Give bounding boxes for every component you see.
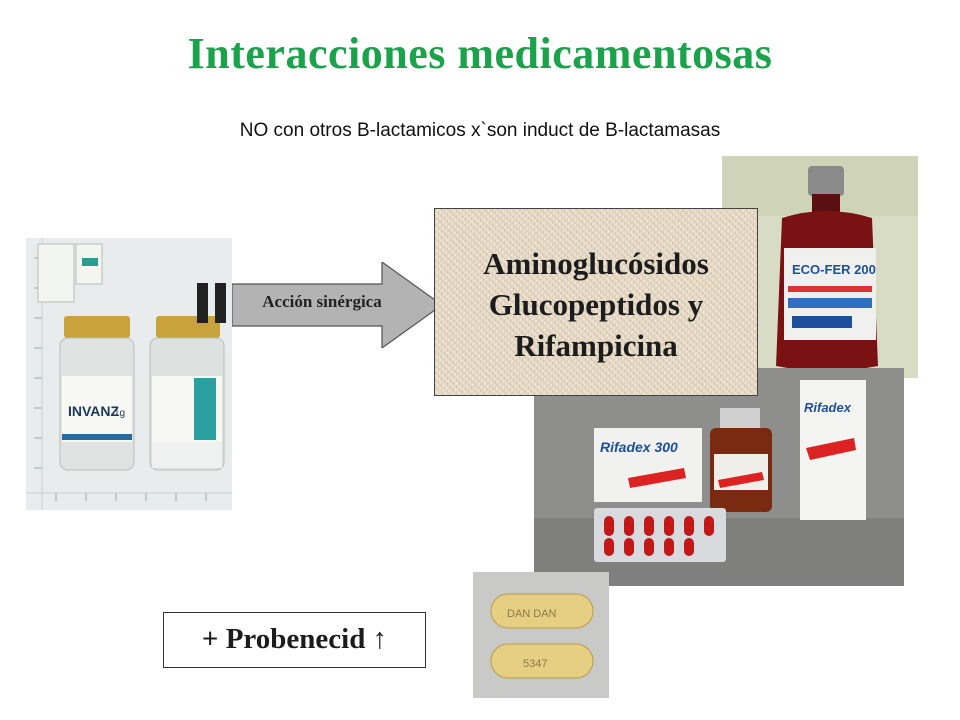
slide-title: Interacciones medicamentosas — [187, 29, 773, 78]
arrow-label: Acción sinérgica — [262, 292, 382, 311]
rifadex-pack-image: Rifadex Rifadex 300 — [534, 368, 904, 586]
equals-bar-left — [197, 283, 208, 323]
slide-subtitle: NO con otros B-lactamicos x`son induct d… — [239, 120, 721, 141]
svg-text:Rifadex: Rifadex — [804, 400, 852, 415]
box-line-aminoglucosidos: Aminoglucósidos — [483, 246, 709, 281]
svg-text:5347: 5347 — [523, 658, 547, 670]
arrow-shape — [231, 260, 444, 350]
ecofer-bottle-image: ECO-FER 200 — [722, 156, 918, 378]
svg-text:Rifadex 300: Rifadex 300 — [600, 439, 678, 455]
interaction-box: Aminoglucósidos Glucopeptidos y Rifampic… — [434, 208, 758, 396]
tablets-image: DAN DAN 5347 — [473, 572, 609, 698]
equals-bar-right — [215, 283, 226, 323]
synergy-arrow: Acción sinérgica — [231, 260, 444, 350]
svg-text:1g: 1g — [114, 408, 125, 419]
svg-text:DAN DAN: DAN DAN — [507, 608, 557, 620]
box-line-rifampicina: Rifampicina — [514, 328, 678, 363]
probenecid-box: + Probenecid ↑ — [163, 612, 426, 668]
svg-text:INVANZ: INVANZ — [68, 403, 120, 419]
invanz-vials-image: INVANZ 1g — [26, 238, 232, 510]
box-line-glucopeptidos: Glucopeptidos y — [488, 287, 704, 322]
svg-text:ECO-FER 200: ECO-FER 200 — [792, 262, 876, 277]
